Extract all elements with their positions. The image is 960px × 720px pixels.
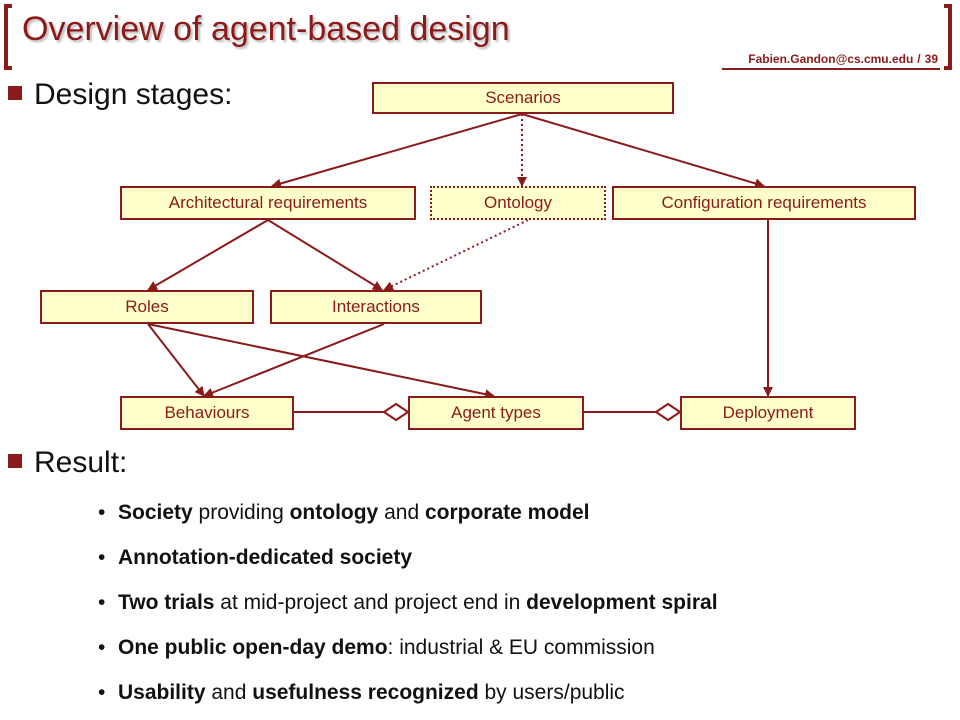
page-separator: / [917, 52, 921, 66]
edge-ontology-interactions [383, 219, 529, 291]
bullet-segment: and [378, 501, 425, 524]
edge-interactions-behaviours [203, 323, 385, 398]
bullet-bold-segment: Two trials [118, 591, 215, 614]
email-underline [722, 68, 940, 70]
result-bullet-item: • Usability and usefulness recognized by … [98, 670, 718, 715]
bullet-bold-segment: Society [118, 501, 193, 524]
title-bar: Overview of agent-based design Fabien.Ga… [0, 0, 960, 80]
bullet-bold-segment: ontology [289, 501, 379, 524]
node-agent-types: Agent types [408, 396, 584, 430]
bullet-segment: : industrial & EU commission [387, 636, 655, 659]
bullet-segment: and [205, 681, 253, 704]
node-configuration-requirements: Configuration requirements [612, 186, 916, 220]
node-deployment: Deployment [680, 396, 856, 430]
result-bullet-list: • Society providing ontology and corporat… [98, 490, 718, 715]
bullet-bold-segment: Usability [118, 681, 206, 704]
bullet-segment: by users/public [478, 681, 625, 704]
node-behaviours: Behaviours [120, 396, 294, 430]
result-bullet-item: • Annotation-dedicated society [98, 535, 718, 580]
bullet-segment: providing [192, 501, 290, 524]
result-bullet-item: • Two trials at mid-project and project e… [98, 580, 718, 625]
bullet-dot-icon: • [98, 501, 106, 524]
email-text: Fabien.Gandon@cs.cmu.edu [748, 52, 914, 66]
edge-scenarios-config [521, 113, 765, 189]
bullet-bold-segment: development spiral [526, 591, 718, 614]
bullet-dot-icon: • [98, 591, 106, 614]
node-ontology: Ontology [430, 186, 606, 220]
bullet-bold-segment: Annotation-dedicated society [118, 546, 413, 569]
edge-roles-behaviours [147, 323, 205, 397]
node-interactions: Interactions [270, 290, 482, 324]
bullet-segment: at mid-project and project end in [214, 591, 527, 614]
bullet-text: Two trials at mid-project and project en… [118, 591, 718, 614]
bullet-dot-icon: • [98, 546, 106, 569]
heading-design-stages-text: Design stages: [34, 78, 233, 111]
heading-result-text: Result: [34, 446, 128, 479]
bullet-bold-segment: One public open-day demo [118, 636, 388, 659]
node-architectural-requirements: Architectural requirements [120, 186, 416, 220]
aggregation-diamond-icon [654, 402, 682, 422]
bullet-bold-segment: corporate model [424, 501, 590, 524]
edge-arch-roles [147, 219, 269, 291]
bullet-bold-segment: usefulness recognized [252, 681, 479, 704]
node-scenarios: Scenarios [372, 82, 674, 114]
slide-title: Overview of agent-based design [22, 10, 510, 48]
heading-result: Result: [8, 446, 127, 480]
square-bullet-icon [8, 454, 22, 469]
heading-design-stages: Design stages: [8, 78, 232, 112]
bullet-text: Annotation-dedicated society [118, 546, 412, 569]
edge-scenarios-arch [271, 113, 523, 189]
author-email: Fabien.Gandon@cs.cmu.edu/39 [748, 52, 938, 66]
square-bullet-icon [8, 86, 22, 101]
right-bracket-decoration [944, 4, 952, 70]
bullet-text: Society providing ontology and corporate… [118, 501, 590, 524]
node-roles: Roles [40, 290, 254, 324]
left-bracket-decoration [4, 4, 12, 70]
bullet-dot-icon: • [98, 681, 106, 704]
page-number: 39 [924, 52, 938, 66]
bullet-text: One public open-day demo: industrial & E… [118, 636, 655, 659]
edge-roles-agenttypes [147, 323, 495, 400]
bullet-dot-icon: • [98, 636, 106, 659]
result-bullet-item: • One public open-day demo: industrial & … [98, 625, 718, 670]
bullet-text: Usability and usefulness recognized by u… [118, 681, 625, 704]
edge-arch-interactions [267, 219, 383, 291]
result-bullet-item: • Society providing ontology and corporat… [98, 490, 718, 535]
aggregation-diamond-icon [382, 402, 410, 422]
